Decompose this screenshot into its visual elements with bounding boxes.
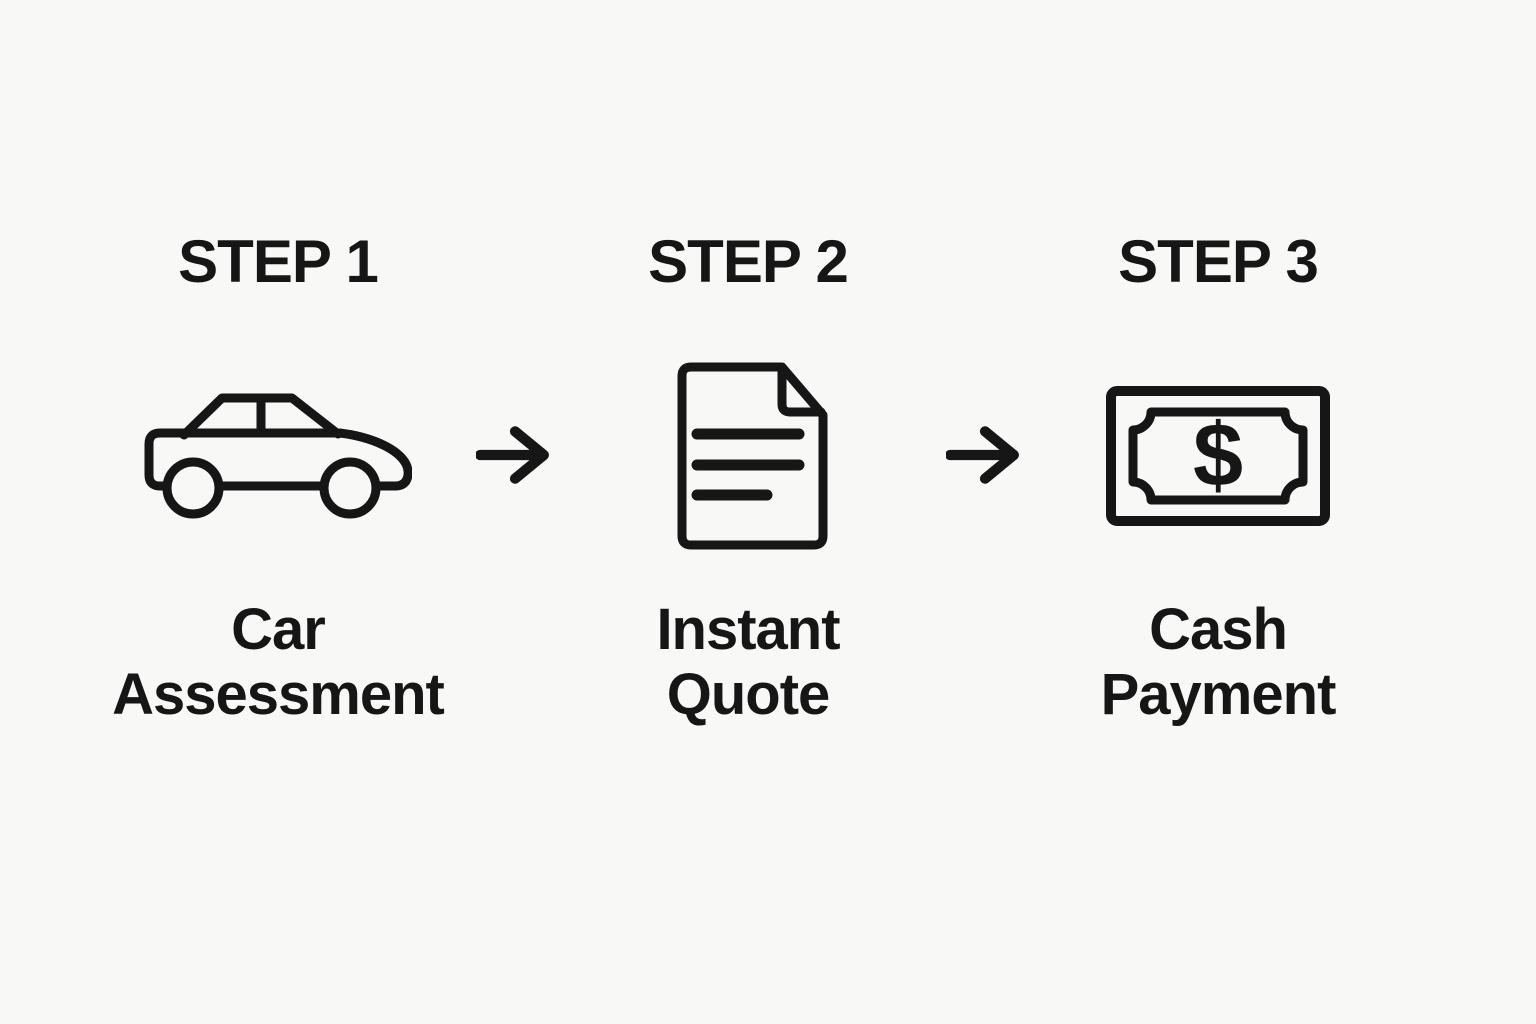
document-icon: [677, 362, 828, 550]
process-flow-diagram: STEP 1 Car Assessment STEP 2: [108, 232, 1388, 728]
dollar-sign: $: [1193, 406, 1243, 506]
step-2-instant-quote: STEP 2 Instant Quote: [578, 232, 918, 728]
step-1-car-assessment: STEP 1 Car Assessment: [108, 232, 448, 728]
step-2-caption: Instant Quote: [656, 597, 840, 728]
step-2-caption-line2: Quote: [666, 661, 831, 727]
step-2-title: STEP 2: [648, 228, 849, 295]
arrow-step2-to-step3: [918, 232, 1048, 484]
step-1-caption-line2: Assessment: [112, 661, 445, 727]
right-arrow-icon: [946, 426, 1019, 484]
step-3-caption-line1: Cash: [1149, 597, 1288, 662]
step-1-icon-box: [144, 346, 412, 566]
step-2-caption-line1: Instant: [656, 597, 840, 662]
step-1-caption: Car Assessment: [112, 597, 445, 728]
step-3-caption-line2: Payment: [1100, 661, 1337, 727]
banknote-icon: $: [1106, 386, 1330, 526]
right-arrow-icon: [476, 426, 549, 484]
step-3-cash-payment: STEP 3 $ Cash Payment: [1048, 232, 1388, 728]
step-1-caption-line1: Car: [231, 597, 326, 662]
arrow-step1-to-step2: [448, 232, 578, 484]
car-icon: [144, 393, 412, 519]
step-3-icon-box: $: [1105, 346, 1331, 566]
step-3-title: STEP 3: [1118, 228, 1319, 295]
step-2-icon-box: [667, 346, 829, 566]
step-1-title: STEP 1: [178, 228, 379, 295]
step-3-caption: Cash Payment: [1100, 597, 1337, 728]
